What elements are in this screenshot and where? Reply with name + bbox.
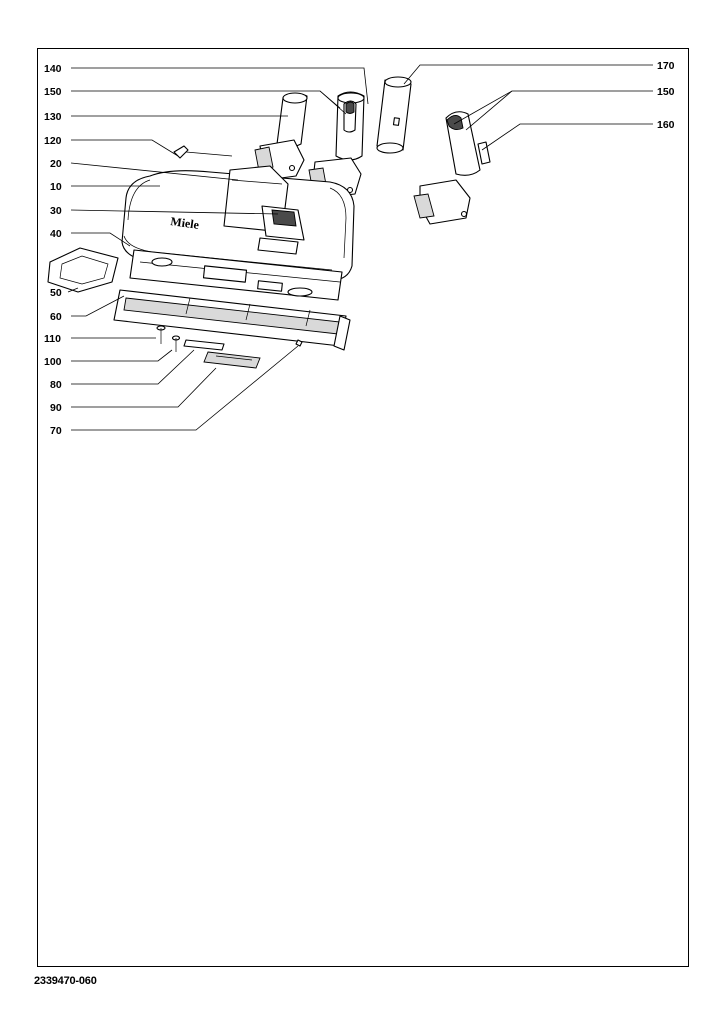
- label-170: 170: [657, 60, 675, 72]
- part-120-pin: [173, 145, 233, 159]
- label-140: 140: [44, 63, 62, 75]
- label-10: 10: [50, 181, 62, 193]
- part-40-base-plate: [129, 249, 343, 301]
- part-80-clip: [183, 339, 225, 351]
- drawing-frame: [37, 48, 689, 967]
- labels-left: 140 150 130 120 20 10 30 40 50 60 110 10…: [44, 63, 62, 437]
- label-60: 60: [50, 311, 62, 323]
- label-90: 90: [50, 402, 62, 414]
- label-150-right: 150: [657, 86, 675, 98]
- part-60-brush-bar: [113, 289, 351, 351]
- label-50: 50: [50, 287, 62, 299]
- labels-right: 170 150 160: [657, 60, 675, 131]
- label-130: 130: [44, 111, 62, 123]
- label-120: 120: [44, 135, 62, 147]
- part-30-latch: [257, 205, 305, 255]
- part-100-screw: [171, 335, 181, 352]
- label-70: 70: [50, 425, 62, 437]
- part-130-swivel-neck: [254, 92, 308, 181]
- part-90-slider: [203, 351, 261, 369]
- brand-marking: Miele: [170, 214, 201, 232]
- part-50-frame-insert: [47, 247, 119, 293]
- part-160-neck: [413, 111, 491, 225]
- label-150: 150: [44, 86, 62, 98]
- part-110-screw: [156, 325, 166, 344]
- label-30: 30: [50, 205, 62, 217]
- label-160: 160: [657, 119, 675, 131]
- leader-lines-right: [403, 64, 653, 151]
- label-100: 100: [44, 356, 62, 368]
- label-20: 20: [50, 158, 62, 170]
- part-170-tube: [376, 76, 412, 154]
- part-70-sole: [295, 339, 303, 347]
- leader-lines-left: [67, 67, 369, 431]
- label-40: 40: [50, 228, 62, 240]
- document-number: 2339470-060: [34, 975, 97, 987]
- label-80: 80: [50, 379, 62, 391]
- label-110: 110: [44, 333, 61, 345]
